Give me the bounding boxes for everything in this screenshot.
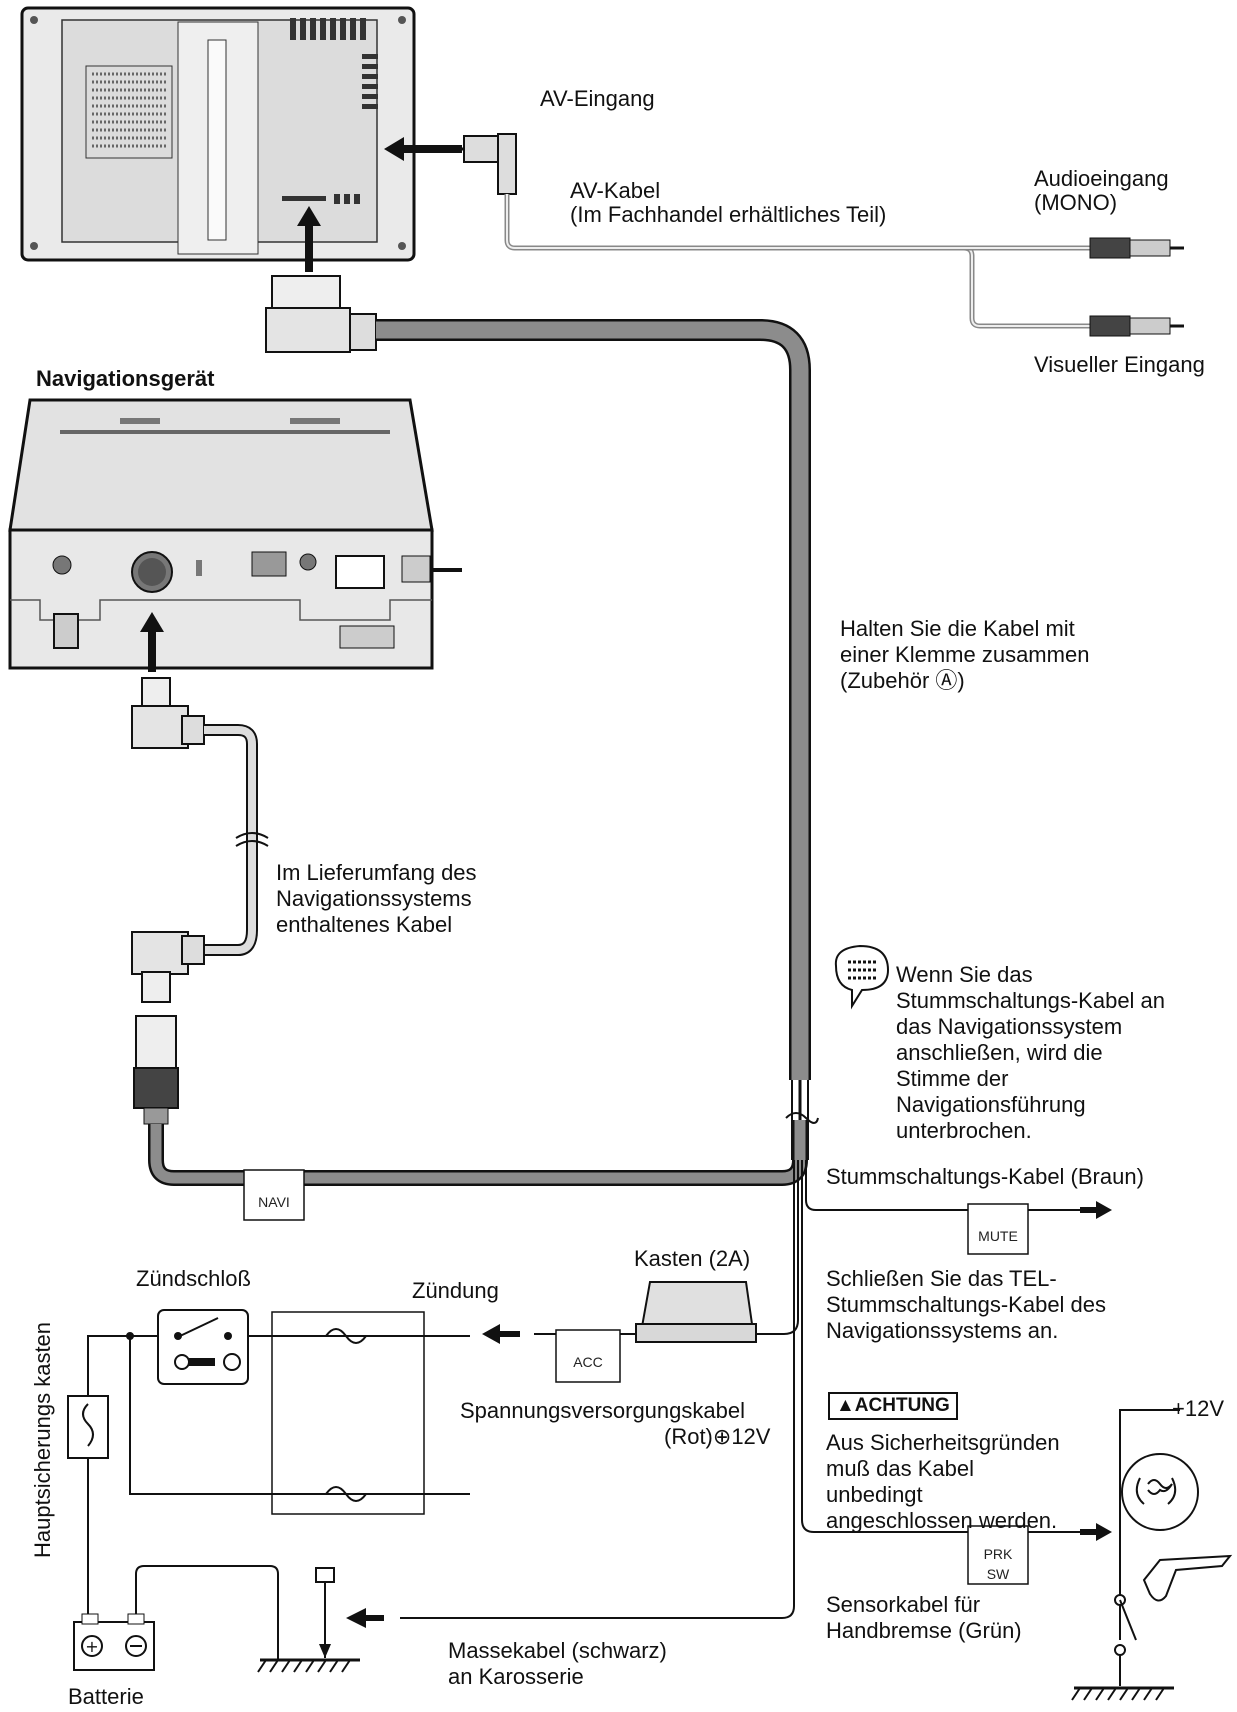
visual-input-label: Visueller Eingang <box>1034 352 1205 377</box>
fuse-box-2a <box>482 1281 757 1383</box>
warning-text-3: unbedingt <box>826 1482 923 1507</box>
mute-note-4: anschließen, wird die <box>896 1040 1103 1065</box>
power-cable-label-1: Spannungsversorgungskabel <box>460 1398 745 1423</box>
av-input-label: AV-Eingang <box>540 86 655 111</box>
nav-unit-title: Navigationsgerät <box>36 366 215 391</box>
battery-label: Batterie <box>68 1684 144 1709</box>
ignition-label: Zündung <box>412 1278 499 1303</box>
mute-tag <box>967 1201 1112 1255</box>
audio-input-label: Audioeingang <box>1034 166 1169 191</box>
ignition-switch <box>157 1309 249 1385</box>
monitor-connector <box>265 206 377 353</box>
tel-note-2: Stummschaltungs-Kabel des <box>826 1292 1107 1317</box>
prk-tag-label-1: PRK <box>983 1546 1013 1562</box>
monitor-unit <box>20 6 416 262</box>
navigation-unit <box>8 398 462 670</box>
av-cable <box>384 133 1184 337</box>
ground-wire <box>346 1608 384 1628</box>
clamp-note-2: einer Klemme zusammen <box>840 642 1090 667</box>
mute-note-3: das Navigationssystem <box>896 1014 1123 1039</box>
warning-text-4: angeschlossen werden. <box>826 1508 1058 1533</box>
av-cable-note: (Im Fachhandel erhältliches Teil) <box>570 202 887 227</box>
nav-connector <box>131 612 205 749</box>
prk-sw-tag <box>967 1523 1112 1585</box>
tel-note-3: Navigationssystems an. <box>826 1318 1059 1343</box>
ignition-circuit <box>87 1311 470 1630</box>
mute-note-6: Navigationsführung <box>896 1092 1086 1117</box>
clamp-note-1: Halten Sie die Kabel mit <box>840 616 1075 641</box>
note-speech-icon <box>834 944 890 1010</box>
acc-tag: ACC <box>573 1354 603 1370</box>
supplied-cable-3: enthaltenes Kabel <box>276 912 453 937</box>
box-label: Kasten (2A) <box>634 1246 751 1271</box>
supplied-cable-1: Im Lieferumfang des <box>276 860 477 885</box>
supplied-cable <box>131 724 269 1003</box>
mute-note-7: unterbrochen. <box>896 1118 1032 1143</box>
supplied-cable-2: Navigationssystems <box>276 886 472 911</box>
clamp-note-3: (Zubehör Ⓐ) <box>840 668 965 693</box>
audio-input-mono: (MONO) <box>1034 190 1118 215</box>
av-cable-label: AV-Kabel <box>570 178 661 203</box>
plus-12v-label: +12V <box>1172 1396 1224 1421</box>
warning-text-2: muß das Kabel <box>826 1456 974 1481</box>
mute-cable-label: Stummschaltungs-Kabel (Braun) <box>826 1164 1144 1189</box>
brake-sensor-1: Sensorkabel für <box>826 1592 981 1617</box>
svg-text:+: + <box>85 1637 98 1656</box>
ignition-switch-label: Zündschloß <box>136 1266 251 1291</box>
main-fuse <box>67 1395 109 1459</box>
mute-note-5: Stimme der <box>896 1066 1009 1091</box>
prk-tag-label-2: SW <box>986 1566 1010 1582</box>
warning-badge: ▲ACHTUNG <box>828 1392 958 1420</box>
battery: + <box>73 1565 360 1673</box>
main-fuse-box-label: Hauptsicherungs kasten <box>30 1321 55 1558</box>
branch-wires <box>400 1160 1080 1619</box>
navi-tag: NAVI <box>258 1194 290 1210</box>
mute-tag-label: MUTE <box>978 1228 1018 1244</box>
tel-note-1: Schließen Sie das TEL- <box>826 1266 1057 1291</box>
warning-text-1: Aus Sicherheitsgründen <box>826 1430 1060 1455</box>
power-cable-label-2: (Rot)⊕12V <box>664 1424 771 1449</box>
mute-note-1: Wenn Sie das <box>896 962 1033 987</box>
handbrake-circuit <box>1071 1409 1233 1701</box>
mute-note-2: Stummschaltungs-Kabel an <box>896 988 1166 1013</box>
main-cable <box>376 319 819 1160</box>
ground-cable-2: an Karosserie <box>448 1664 584 1689</box>
ground-cable-1: Massekabel (schwarz) <box>448 1638 667 1663</box>
navi-cable <box>133 1015 808 1221</box>
brake-sensor-2: Handbremse (Grün) <box>826 1618 1022 1643</box>
